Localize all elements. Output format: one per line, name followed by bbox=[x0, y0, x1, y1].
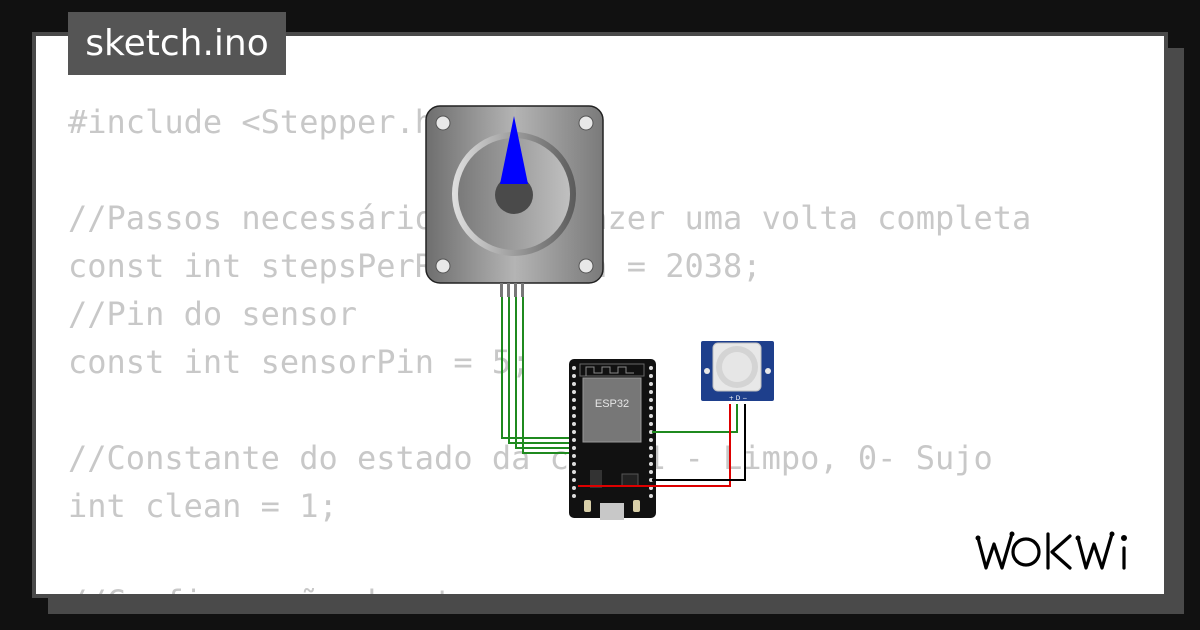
wire-signal bbox=[652, 404, 738, 433]
code-line-9: int clean = 1; bbox=[68, 487, 338, 525]
pir-sensor[interactable]: + D − bbox=[701, 341, 774, 402]
esp32-left-pins bbox=[572, 366, 576, 498]
stepper-pointer bbox=[500, 116, 528, 184]
wokwi-logo bbox=[975, 531, 1127, 570]
sensor-wires bbox=[578, 404, 746, 487]
code-line-1: #include <Stepper.h> bbox=[68, 103, 454, 141]
code-line-11: //Configuração do stepper bbox=[68, 578, 1031, 594]
file-tab[interactable]: sketch.ino bbox=[68, 12, 286, 75]
esp32-board[interactable]: ESP32 bbox=[569, 359, 656, 520]
code-line-5: //Pin do sensor bbox=[68, 295, 357, 333]
motor-wires bbox=[501, 297, 576, 454]
pir-pin-labels: + D − bbox=[729, 395, 748, 402]
stepper-motor[interactable] bbox=[425, 105, 604, 297]
esp32-chip-label: ESP32 bbox=[595, 398, 629, 410]
wire-power bbox=[578, 404, 731, 487]
wire-ground bbox=[652, 404, 746, 481]
